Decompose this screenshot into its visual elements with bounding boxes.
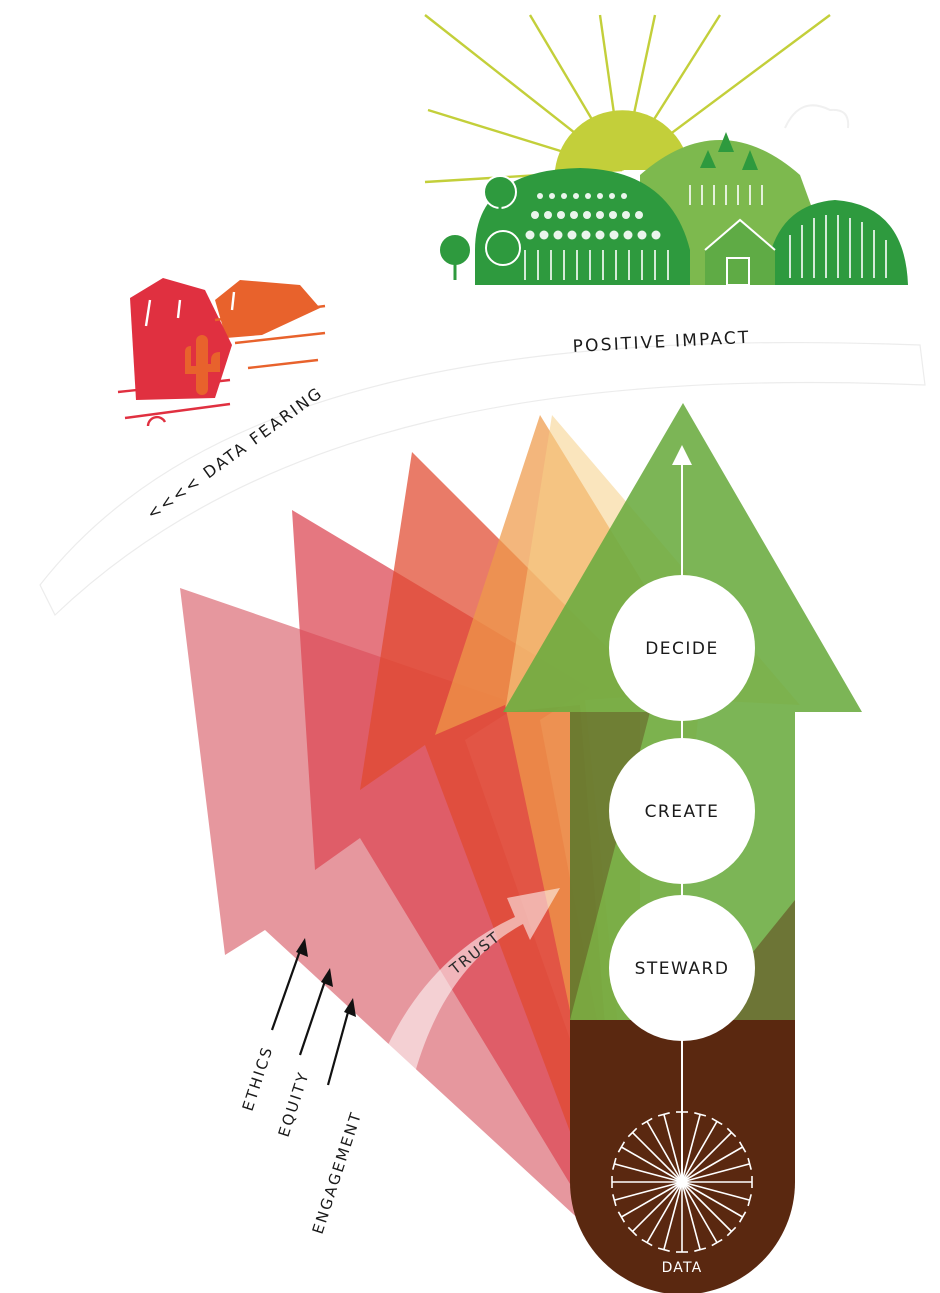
starburst-tick [617,1141,626,1153]
starburst-spoke [646,1120,683,1183]
stage-label-steward: STEWARD [635,959,730,979]
starburst-spoke [681,1181,733,1233]
starburst-spoke [614,1181,683,1201]
starburst-spoke [681,1131,733,1183]
starburst-tick [617,1211,626,1223]
starburst-spoke [631,1181,683,1233]
stage-node-decide: DECIDE [609,575,755,721]
driver-arrows [270,938,356,1086]
starburst-spoke [663,1114,683,1183]
starburst-spoke [663,1181,683,1250]
stage-nodes: DECIDE CREATE STEWARD [609,575,755,1041]
trust-arrow [345,888,560,1265]
starburst-spoke [620,1181,683,1218]
stage-node-create: CREATE [609,738,755,884]
starburst-spoke [646,1181,683,1244]
starburst-spoke [681,1181,744,1218]
starburst-spoke [614,1163,683,1183]
starburst-tick [711,1238,723,1247]
starburst-tick [694,1247,707,1252]
starburst-spoke [681,1114,701,1183]
starburst-spoke [681,1181,750,1201]
stage-node-steward: STEWARD [609,895,755,1041]
arrow-up-icon [326,998,356,1086]
starburst-tick [627,1226,638,1237]
band-swoosh [39,341,926,616]
hill-right [765,200,908,285]
starburst-tick [612,1194,617,1207]
cloud-icon [784,104,850,129]
starburst-spoke [681,1181,718,1244]
starburst-tick [711,1117,723,1126]
starburst-tick [726,1226,737,1237]
cactus-icon [185,335,220,395]
starburst-tick [747,1157,752,1170]
crop-stalks-icon [524,185,887,280]
arrow-up-icon [298,968,333,1056]
house-icon [704,218,776,286]
starburst-tick [627,1127,638,1138]
driver-label-ethics: ETHICS [239,1043,277,1113]
crops-icon [525,193,661,240]
desert-rocks-icon [117,278,326,427]
starburst-tick [738,1141,747,1153]
starburst-icon [611,1111,753,1253]
landscape-icon [424,14,908,286]
starburst-tick [641,1117,653,1126]
starburst-spoke [620,1146,683,1183]
starburst-spoke [631,1131,683,1183]
starburst-spoke [681,1163,750,1183]
starburst-spoke [681,1120,718,1183]
arrow-up-icon [270,938,308,1031]
pine-trees-icon [700,132,758,170]
starburst-tick [738,1211,747,1223]
trees-icon [438,175,521,280]
starburst-tick [726,1127,737,1138]
stage-label-decide: DECIDE [645,639,719,659]
starburst-tick [657,1247,670,1252]
driver-label-equity: EQUITY [275,1069,313,1139]
data-label: DATA [662,1260,703,1276]
starburst-tick [657,1112,670,1117]
starburst-spoke [681,1146,744,1183]
starburst-tick [641,1238,653,1247]
starburst-tick [612,1157,617,1170]
stage-label-create: CREATE [645,802,720,822]
hill-main [475,168,690,285]
starburst-spoke [681,1181,701,1250]
starburst-tick [694,1112,707,1117]
sun-disc [555,110,690,170]
arrow-head-icon [672,445,692,465]
starburst-tick [747,1194,752,1207]
